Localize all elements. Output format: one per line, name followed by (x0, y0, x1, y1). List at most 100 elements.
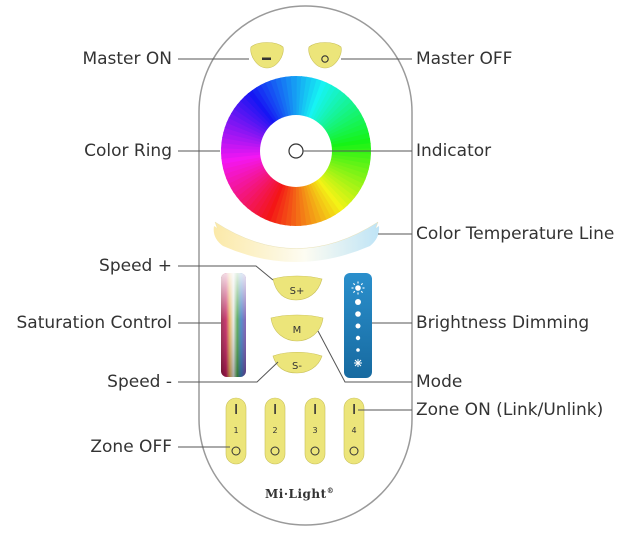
color-ring-segment[interactable] (240, 96, 272, 128)
color-ring-segment[interactable] (247, 89, 276, 125)
color-ring-segment[interactable] (247, 177, 276, 212)
color-ring-segment[interactable] (296, 76, 303, 117)
color-ring-segment[interactable] (312, 84, 337, 122)
color-ring-segment[interactable] (228, 166, 266, 189)
color-ring-segment[interactable] (223, 127, 263, 143)
color-ring-segment[interactable] (256, 84, 280, 122)
color-ring-segment[interactable] (329, 132, 370, 146)
speed-minus-button[interactable] (272, 351, 323, 374)
zone-3-button[interactable]: 3 (304, 397, 326, 465)
color-ring-segment[interactable] (295, 185, 302, 226)
color-ring-segment[interactable] (298, 76, 308, 117)
color-ring-segment[interactable] (320, 174, 352, 206)
zone-4-button[interactable]: 4 (343, 397, 365, 465)
color-ring-segment[interactable] (322, 100, 356, 130)
color-ring-segment[interactable] (274, 184, 289, 225)
color-ring-segment[interactable] (318, 93, 349, 127)
master-on-button[interactable] (250, 42, 284, 69)
color-ring-segment[interactable] (330, 152, 371, 160)
color-ring-segment[interactable] (327, 118, 366, 139)
color-ring-segment[interactable] (314, 179, 341, 216)
color-ring-segment[interactable] (321, 172, 356, 202)
color-ring-segment[interactable] (222, 156, 263, 170)
color-ring-segment[interactable] (323, 104, 359, 132)
color-ring-segment[interactable] (243, 93, 274, 126)
color-ring-segment[interactable] (314, 87, 341, 123)
color-ring-segment[interactable] (228, 112, 266, 136)
color-ring-segment[interactable] (280, 76, 292, 117)
color-ring-segment[interactable] (300, 76, 313, 117)
color-ring-segment[interactable] (330, 154, 371, 165)
color-ring-segment[interactable] (324, 168, 361, 194)
color-ring[interactable] (221, 76, 371, 226)
color-ring-segment[interactable] (239, 174, 272, 205)
label-brightness-dimming: Brightness Dimming (416, 313, 590, 333)
color-ring-segment[interactable] (316, 177, 345, 213)
color-ring-segment[interactable] (260, 82, 283, 121)
color-ring-segment[interactable] (221, 151, 262, 159)
color-ring-segment[interactable] (327, 164, 366, 185)
color-ring-segment[interactable] (224, 122, 264, 141)
color-ring-segment[interactable] (269, 183, 287, 224)
brightness-dot-icon (356, 348, 360, 352)
color-ring-segment[interactable] (318, 176, 349, 209)
color-ring-segment[interactable] (323, 170, 359, 198)
color-ring-segment[interactable] (302, 184, 317, 225)
color-ring-segment[interactable] (251, 179, 278, 215)
color-ring-segment[interactable] (329, 157, 370, 170)
color-ring-segment[interactable] (290, 76, 297, 117)
color-ring-segment[interactable] (230, 168, 267, 193)
color-ring-segment[interactable] (265, 80, 285, 120)
color-ring-segment[interactable] (305, 183, 322, 224)
color-ring-segment[interactable] (279, 185, 292, 226)
color-ring-segment[interactable] (330, 143, 371, 151)
color-ring-segment[interactable] (255, 180, 280, 218)
color-ring-segment[interactable] (329, 159, 369, 175)
color-ring-segment[interactable] (312, 180, 336, 218)
color-ring-segment[interactable] (325, 109, 362, 134)
color-ring-segment[interactable] (243, 175, 274, 209)
color-ring-segment[interactable] (236, 172, 270, 202)
color-ring-segment[interactable] (326, 113, 364, 136)
color-ring-segment[interactable] (289, 185, 296, 226)
color-ring-segment[interactable] (233, 104, 269, 132)
color-ring-segment[interactable] (221, 142, 262, 150)
color-ring-segment[interactable] (305, 78, 323, 119)
color-ring-segment[interactable] (303, 77, 318, 118)
color-ring-segment[interactable] (284, 185, 294, 226)
color-ring-segment[interactable] (316, 90, 345, 125)
color-ring-segment[interactable] (233, 170, 269, 198)
leader-line-speed-minus (178, 361, 279, 383)
speed-plus-button[interactable] (272, 275, 323, 301)
color-ring-segment[interactable] (264, 182, 285, 222)
zone-2-button[interactable]: 2 (264, 397, 286, 465)
color-ring-segment[interactable] (309, 181, 332, 220)
color-ring-segment[interactable] (330, 137, 371, 148)
color-ring-segment[interactable] (320, 97, 353, 128)
color-ring-segment[interactable] (328, 161, 368, 180)
color-ring-segment[interactable] (275, 77, 290, 118)
color-ring-segment[interactable] (236, 100, 271, 130)
color-ring-segment[interactable] (307, 80, 328, 120)
color-ring-segment[interactable] (222, 132, 263, 145)
color-ring-segment[interactable] (260, 181, 282, 220)
color-ring-segment[interactable] (223, 159, 263, 175)
color-ring-segment[interactable] (307, 182, 327, 222)
color-ring-segment[interactable] (270, 78, 287, 119)
color-ring-segment[interactable] (326, 166, 364, 190)
color-ring-segment[interactable] (221, 137, 262, 148)
color-ring-segment[interactable] (226, 117, 265, 138)
color-ring-segment[interactable] (221, 154, 262, 165)
mode-button[interactable] (270, 314, 324, 342)
color-ring-segment[interactable] (329, 127, 369, 143)
zone-1-button[interactable]: 1 (225, 397, 247, 465)
color-ring-segment[interactable] (328, 122, 368, 141)
color-temperature-line-slider[interactable] (213, 226, 380, 262)
color-ring-segment[interactable] (226, 163, 265, 184)
color-ring-segment[interactable] (300, 185, 312, 226)
color-ring-segment[interactable] (251, 86, 278, 123)
color-ring-segment[interactable] (310, 82, 332, 121)
color-ring-segment[interactable] (231, 108, 268, 134)
color-ring-segment[interactable] (224, 161, 264, 180)
